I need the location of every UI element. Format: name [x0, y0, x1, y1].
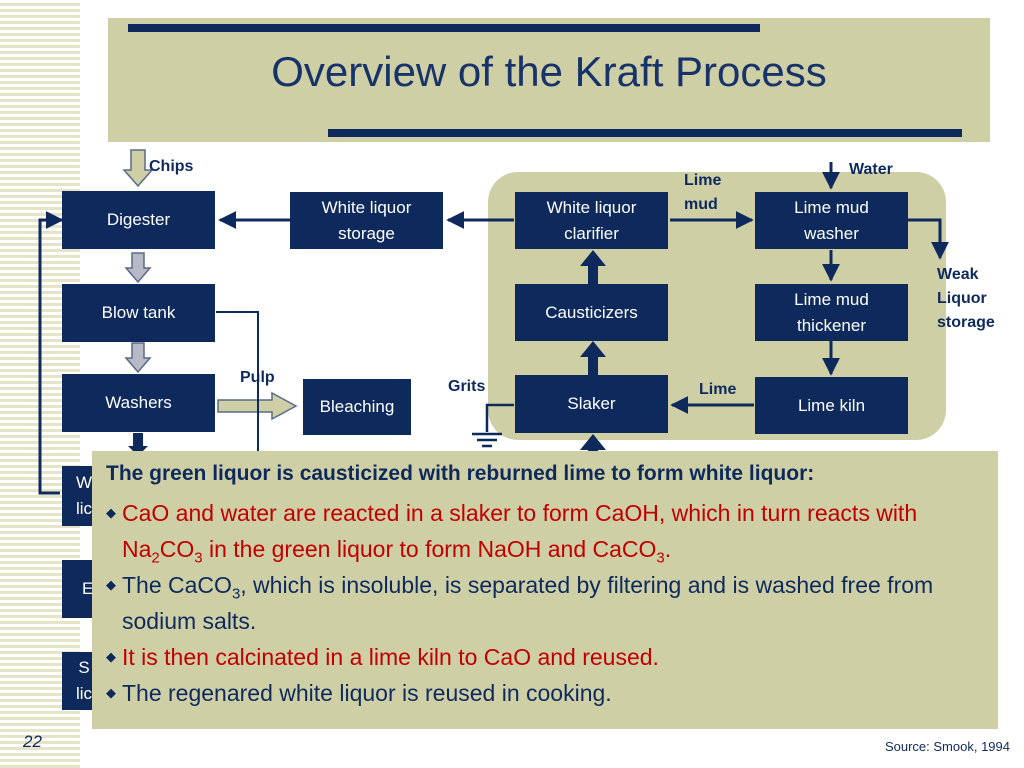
causticizers-clarifier-arrow: [580, 250, 606, 285]
washer-weak-liquor-arrow: [908, 218, 949, 260]
callout-bullet-filtering: ◆The CaCO3, which is insoluble, is separ…: [106, 567, 984, 639]
water-label: Water: [849, 161, 893, 178]
lime-label: Lime: [699, 381, 737, 398]
lime-mud-thickener-box: Lime mud thickener: [755, 284, 908, 341]
source-citation: Source: Smook, 1994: [884, 739, 1010, 754]
callout-bullet-slaker: ◆CaO and water are reacted in a slaker t…: [106, 495, 984, 567]
blowtank-washers-arrow: [124, 342, 152, 374]
slaker-box: Slaker: [515, 375, 668, 433]
green-liquor-slaker-arrow: [580, 434, 606, 460]
blowtank-connector: [216, 311, 259, 460]
pulp-label: Pulp: [240, 369, 275, 386]
diamond-bullet-icon: ◆: [106, 505, 116, 520]
diamond-bullet-icon: ◆: [106, 577, 116, 592]
lime-kiln-box: Lime kiln: [755, 377, 908, 434]
lime-mud-label: Lime mud: [684, 172, 722, 213]
title-rule-top: [128, 24, 760, 32]
ground-icon: [472, 432, 502, 448]
blow-tank-box: Blow tank: [62, 284, 215, 342]
slide-title: Overview of the Kraft Process: [271, 48, 827, 95]
white-liquor-storage-box: White liquor storage: [290, 192, 443, 249]
slaker-causticizers-arrow: [580, 341, 606, 375]
digester-blowtank-arrow: [124, 252, 152, 284]
title-band: [108, 18, 990, 142]
causticizers-box: Causticizers: [515, 284, 668, 341]
grits-label: Grits: [448, 378, 486, 395]
callout-bullet-kiln: ◆It is then calcinated in a lime kiln to…: [106, 639, 984, 675]
white-liquor-clarifier-box: White liquor clarifier: [515, 192, 668, 249]
washers-box: Washers: [62, 374, 215, 432]
weak-liquor-storage-label: Weak Liquor storage: [937, 266, 995, 331]
lime-mud-washer-box: Lime mud washer: [755, 192, 908, 249]
title-rule-bottom: [328, 129, 962, 137]
callout-bullet-reuse: ◆The regenared white liquor is reused in…: [106, 675, 984, 711]
grits-line: [485, 403, 514, 432]
digester-box: Digester: [62, 191, 215, 249]
page-number: 22: [23, 732, 42, 751]
chips-label: Chips: [149, 158, 194, 175]
diamond-bullet-icon: ◆: [106, 685, 116, 700]
recycle-loop-arrow: [38, 211, 64, 495]
diamond-bullet-icon: ◆: [106, 649, 116, 664]
callout-heading: The green liquor is causticized with reb…: [106, 462, 815, 485]
callout-panel: The green liquor is causticized with reb…: [92, 451, 998, 729]
chips-arrow: [122, 149, 154, 188]
washers-down-arrow: [128, 433, 148, 456]
bleaching-box: Bleaching: [303, 379, 411, 435]
